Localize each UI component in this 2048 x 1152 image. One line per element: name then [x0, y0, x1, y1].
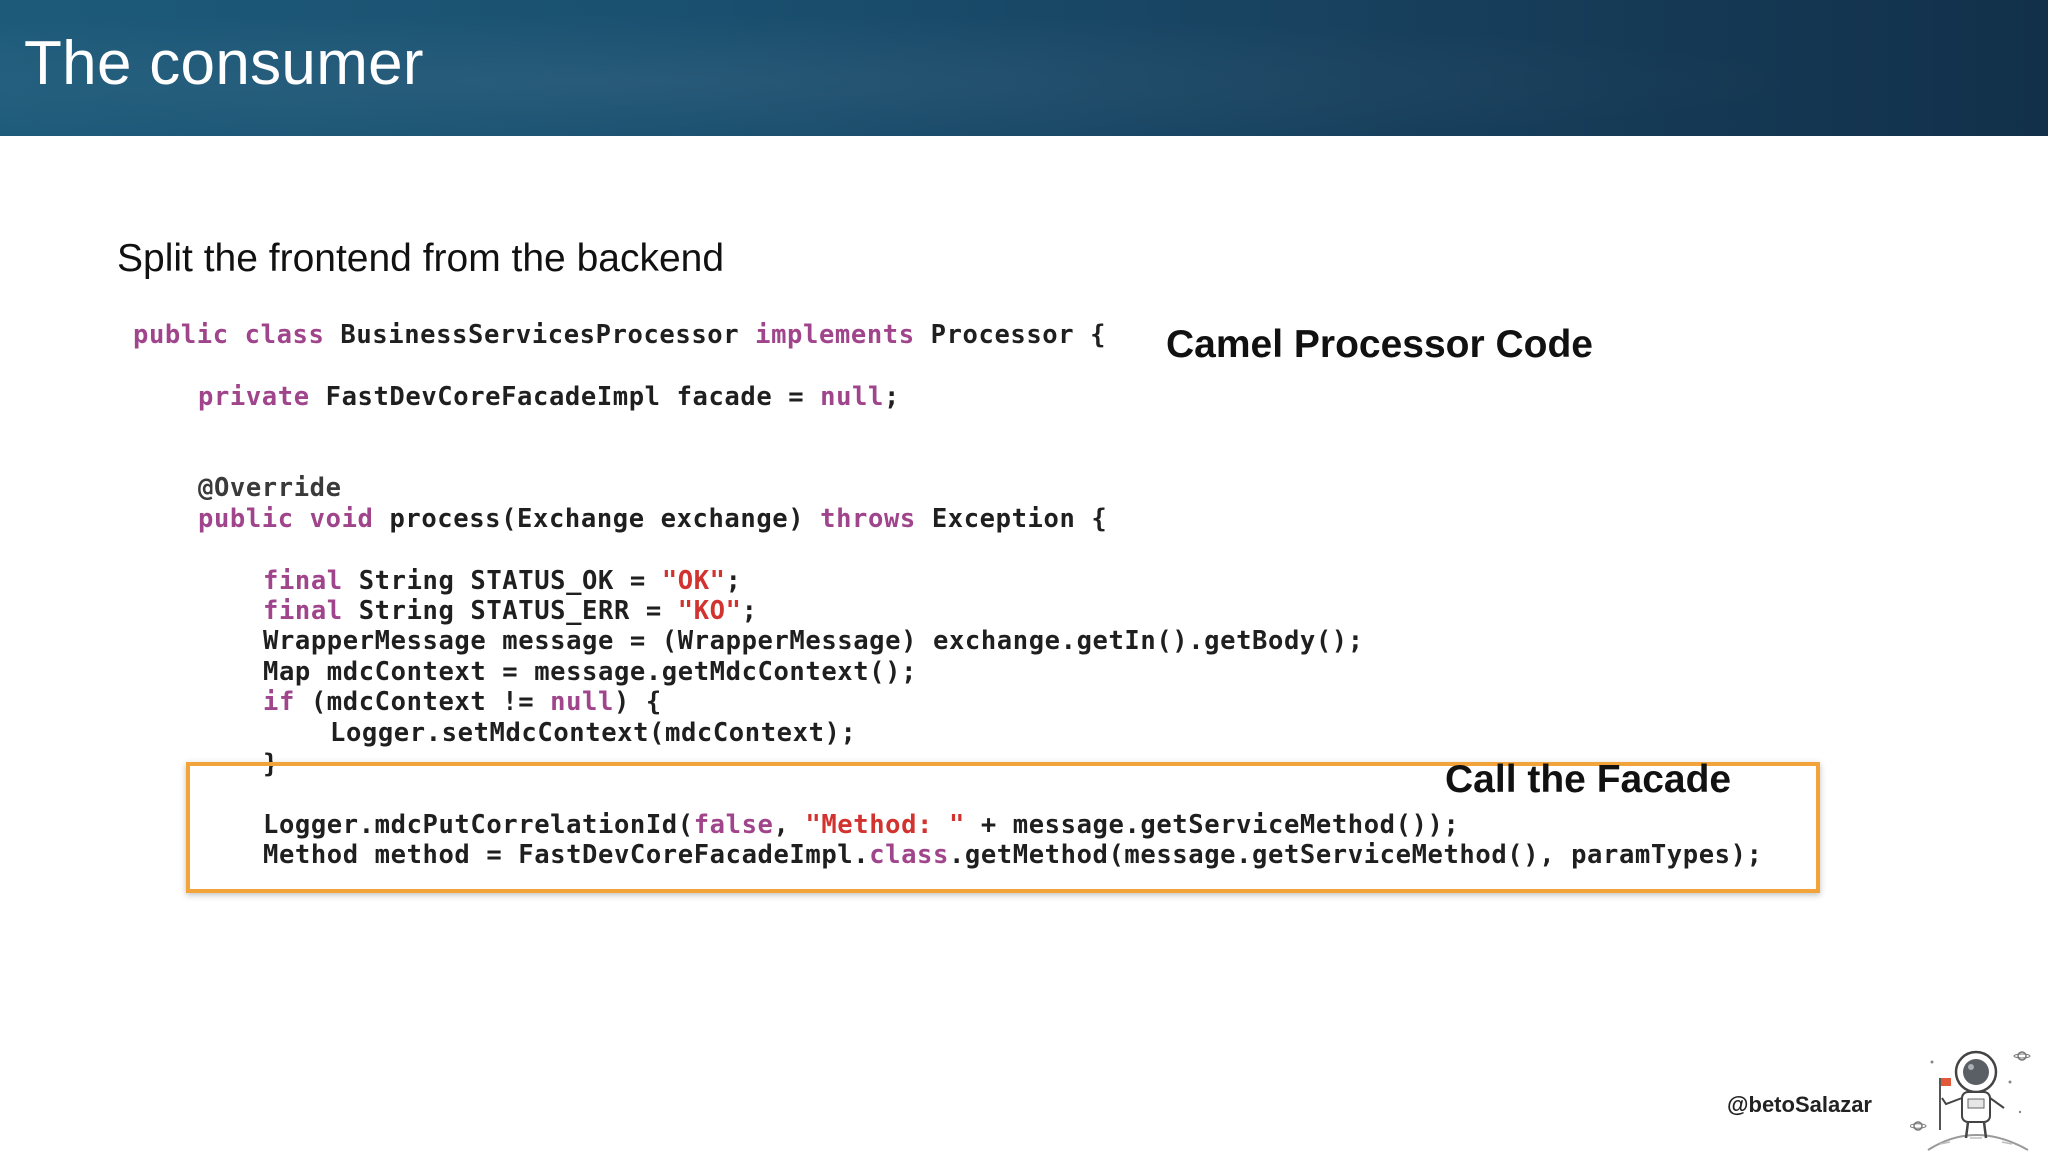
code-keyword: if [263, 687, 311, 717]
code-line: Map mdcContext = message.getMdcContext()… [263, 657, 918, 687]
code-line: WrapperMessage message = (WrapperMessage… [263, 626, 1364, 656]
code-text: Processor { [930, 320, 1107, 350]
code-text: String STATUS_ERR = [358, 596, 678, 626]
code-keyword: public void [198, 504, 390, 534]
code-keyword: public class [133, 320, 341, 350]
code-text: BusinessServicesProcessor [340, 320, 756, 350]
code-text: Method method = FastDevCoreFacadeImpl. [263, 840, 870, 870]
code-text: String STATUS_OK = [358, 566, 662, 596]
code-text: ; [883, 382, 900, 412]
code-keyword: class [869, 840, 949, 870]
code-text: process(Exchange exchange) [389, 504, 821, 534]
code-line: final String STATUS_OK = "OK"; [263, 566, 742, 596]
code-keyword: private [198, 382, 326, 412]
code-line: Logger.setMdcContext(mdcContext); [330, 718, 857, 748]
code-line: public class BusinessServicesProcessor i… [133, 320, 1106, 350]
astronaut-icon [1910, 1050, 2031, 1151]
code-text: + message.getServiceMethod()); [964, 810, 1460, 840]
code-text: Exception { [931, 504, 1108, 534]
title-bar: The consumer [0, 0, 2048, 136]
code-line: Method method = FastDevCoreFacadeImpl.cl… [263, 840, 1763, 870]
callout-camel-processor: Camel Processor Code [1166, 323, 1594, 366]
code-string: "KO" [677, 596, 742, 626]
code-keyword: implements [755, 320, 931, 350]
code-keyword: throws [820, 504, 932, 534]
facade-highlight-box [186, 762, 1820, 893]
code-text: FastDevCoreFacadeImpl facade = [325, 382, 821, 412]
code-text: ; [741, 596, 758, 626]
code-line: @Override [198, 473, 342, 503]
code-text: Logger.mdcPutCorrelationId( [263, 810, 694, 840]
code-text: ; [725, 566, 742, 596]
slide-subtitle: Split the frontend from the backend [117, 237, 725, 280]
code-text: ) { [613, 687, 662, 717]
code-text: (mdcContext != [310, 687, 551, 717]
code-line: Logger.mdcPutCorrelationId(false, "Metho… [263, 810, 1459, 840]
code-keyword: false [693, 810, 774, 840]
code-keyword: final [263, 596, 359, 626]
code-string: "OK" [661, 566, 726, 596]
code-keyword: null [550, 687, 614, 717]
code-line: public void process(Exchange exchange) t… [198, 504, 1107, 534]
slide-title: The consumer [24, 29, 424, 98]
code-keyword: final [263, 566, 359, 596]
code-line: private FastDevCoreFacadeImpl facade = n… [198, 382, 900, 412]
code-text: .getMethod(message.getServiceMethod(), p… [948, 840, 1763, 870]
code-line: final String STATUS_ERR = "KO"; [263, 596, 758, 626]
code-keyword: null [820, 382, 884, 412]
code-text: , [773, 810, 806, 840]
callout-call-facade: Call the Facade [1445, 758, 1732, 801]
author-handle: @betoSalazar [1727, 1092, 1872, 1117]
code-string: "Method: " [805, 810, 965, 840]
code-line: if (mdcContext != null) { [263, 687, 662, 717]
